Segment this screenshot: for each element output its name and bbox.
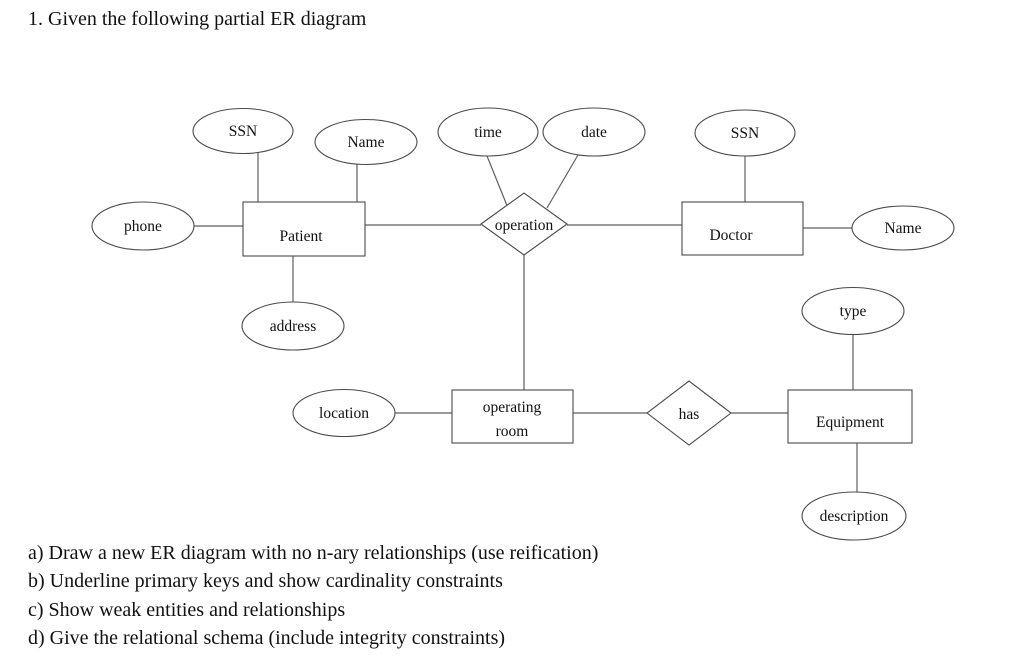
attribute-label-date: date: [581, 124, 607, 141]
relationship-label-has: has: [679, 406, 700, 423]
attribute-label-name-patient: Name: [347, 134, 384, 151]
entity-label-operating-room-line2: room: [496, 423, 529, 440]
attribute-ellipse-address: [241, 301, 345, 351]
attribute-ellipse-time: [437, 107, 539, 157]
relationship-operation-diamond: [480, 192, 568, 256]
attribute-label-address: address: [270, 318, 317, 335]
entity-patient-box: [242, 201, 366, 257]
question-d: d) Give the relational schema (include i…: [28, 626, 506, 649]
connector-date-operation: [546, 154, 579, 209]
question-c: c) Show weak entities and relationships: [28, 598, 346, 621]
question-list: a) Draw a new ER diagram with no n-ary r…: [28, 539, 598, 652]
entity-label-equipment: Equipment: [816, 414, 885, 431]
attribute-ellipse-phone: [91, 201, 195, 251]
attribute-ellipse-ssn-patient: [192, 107, 294, 155]
attribute-label-ssn-patient: SSN: [229, 123, 257, 140]
attribute-ellipse-name-patient: [314, 118, 418, 166]
question-a: a) Draw a new ER diagram with no n-ary r…: [28, 542, 599, 564]
attribute-label-location: location: [319, 405, 369, 422]
entity-equipment-box: [787, 389, 913, 444]
attribute-label-ssn-doctor: SSN: [731, 125, 759, 142]
attribute-nodes: SSN Name time date SSN phone Name addres…: [91, 107, 955, 541]
relationship-has-diamond: [646, 380, 732, 446]
attribute-label-name-doctor: Name: [884, 220, 921, 237]
connector-lines: [194, 152, 858, 492]
entity-operating-room-box: [451, 389, 574, 444]
question-b: b) Underline primary keys and show cardi…: [28, 570, 503, 593]
entity-label-doctor: Doctor: [709, 227, 753, 244]
entity-label-operating-room-line1: operating: [483, 399, 542, 416]
attribute-label-type: type: [840, 303, 867, 320]
attribute-ellipse-ssn-doctor: [694, 109, 796, 157]
attribute-ellipse-name-doctor: [851, 205, 955, 251]
attribute-ellipse-date: [542, 107, 646, 157]
connector-time-operation: [486, 155, 509, 209]
attribute-label-phone: phone: [124, 218, 162, 235]
entity-doctor-box: [681, 201, 804, 256]
attribute-ellipse-type: [801, 286, 905, 336]
attribute-label-time: time: [474, 124, 502, 141]
attribute-label-description: description: [820, 508, 889, 525]
entity-label-patient: Patient: [279, 228, 323, 245]
attribute-ellipse-location: [292, 388, 396, 438]
page-title: 1. Given the following partial ER diagra…: [28, 8, 367, 30]
entity-nodes: Patient Doctor operating room Equipment: [242, 201, 913, 444]
attribute-ellipse-description: [801, 491, 907, 541]
relationship-nodes: operation has: [480, 192, 732, 446]
relationship-label-operation: operation: [495, 217, 554, 234]
